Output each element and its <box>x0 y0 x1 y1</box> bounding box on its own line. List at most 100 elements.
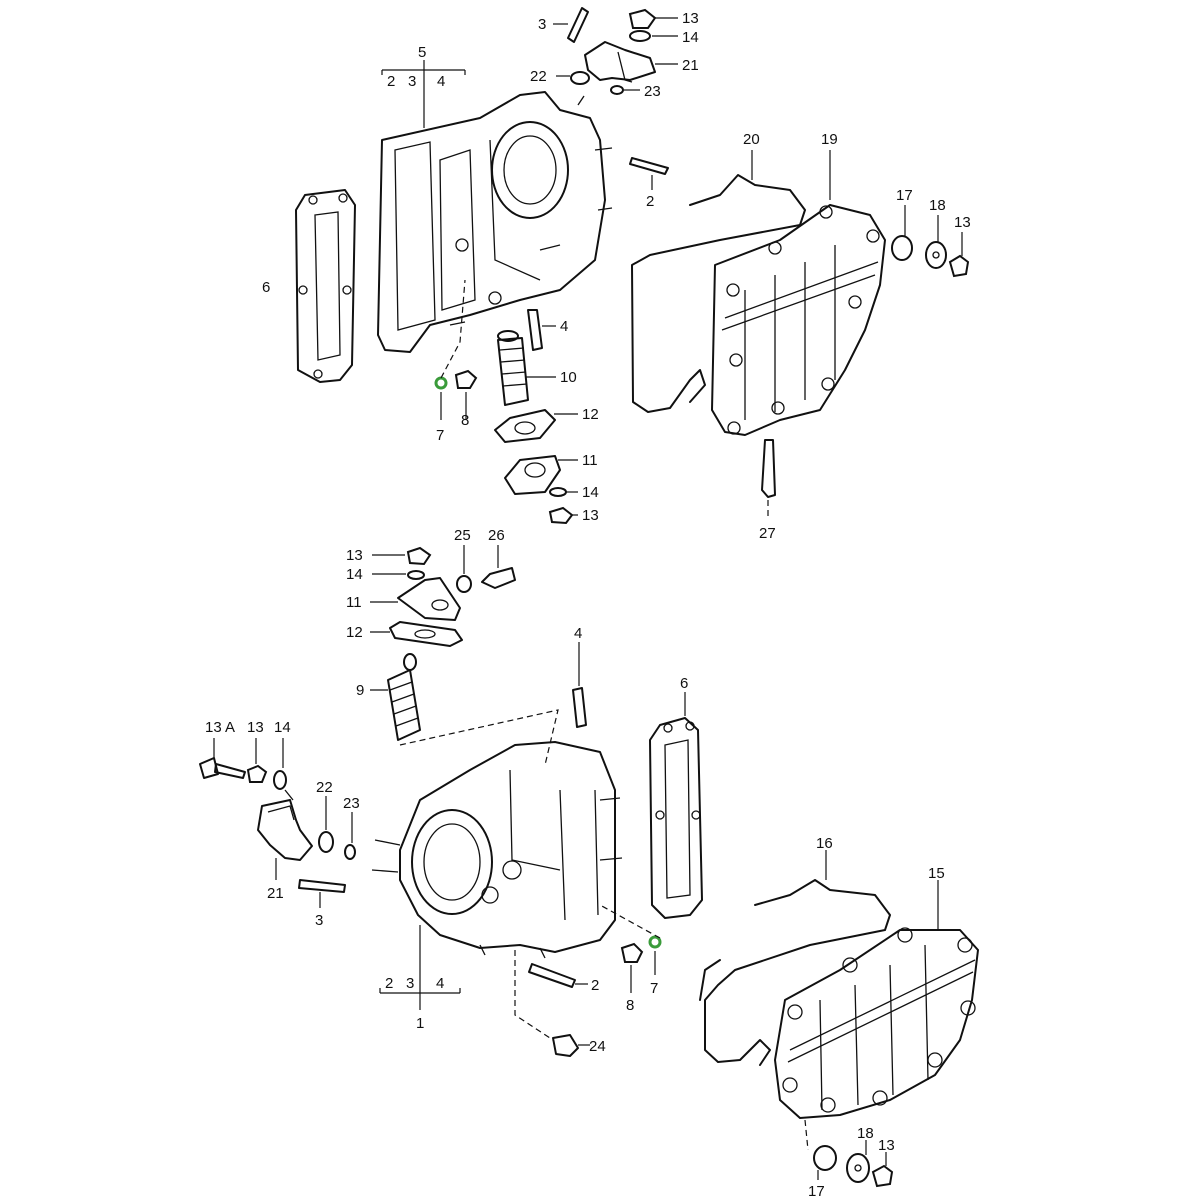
nut-13-lower-right <box>871 1152 894 1188</box>
label-23-lower: 23 <box>343 795 360 812</box>
nut-17-top <box>891 205 913 261</box>
label-20: 20 <box>743 131 760 148</box>
upper-bracket-5 <box>381 60 466 128</box>
label-24: 24 <box>589 1038 606 1055</box>
label-14-mid: 14 <box>582 484 599 501</box>
flange-11-top <box>504 455 578 495</box>
piston-10 <box>497 330 556 406</box>
nut-13-top <box>628 8 678 29</box>
lower-bracket-1 <box>379 988 461 994</box>
washer-25 <box>456 545 472 593</box>
label-14-stack: 14 <box>346 566 363 583</box>
bracket-27 <box>761 439 776 520</box>
label-7-top: 7 <box>436 427 444 444</box>
label-9: 9 <box>356 682 364 699</box>
seal-22-lower <box>318 796 334 853</box>
label-4-lower-bracket: 4 <box>436 975 444 992</box>
label-21-lower: 21 <box>267 885 284 902</box>
plug-26 <box>481 545 516 589</box>
label-8-top: 8 <box>461 412 469 429</box>
nut-8-lower <box>620 942 644 993</box>
piston-9 <box>370 653 559 766</box>
washer-18-lower <box>846 1140 870 1183</box>
label-6-top: 6 <box>262 279 270 296</box>
sensor-21-lower <box>257 789 313 880</box>
label-14-left: 14 <box>274 719 291 736</box>
label-4-lower: 4 <box>574 625 582 642</box>
callout-labels: 5 2 3 4 3 13 14 21 22 23 2 6 4 10 12 11 … <box>205 10 971 1200</box>
label-7-lower: 7 <box>650 980 658 997</box>
sensor-21-top <box>584 41 678 83</box>
upper-cover-5 <box>377 91 613 353</box>
label-14-top: 14 <box>682 29 699 46</box>
label-2-top-bracket: 2 <box>387 73 395 90</box>
flange-11-stack <box>370 577 461 621</box>
gasket-12-stack <box>370 621 463 647</box>
label-23-top: 23 <box>644 83 661 100</box>
label-16: 16 <box>816 835 833 852</box>
label-3-lower-bracket: 3 <box>406 975 414 992</box>
label-2-lower-bracket: 2 <box>385 975 393 992</box>
washer-14-stack <box>372 570 425 580</box>
label-13-top: 13 <box>682 10 699 27</box>
label-27: 27 <box>759 525 776 542</box>
label-25: 25 <box>454 527 471 544</box>
label-19: 19 <box>821 131 838 148</box>
label-11-stack: 11 <box>346 594 362 611</box>
label-21-top: 21 <box>682 57 699 74</box>
stud-3-top <box>553 7 589 43</box>
label-6-lower: 6 <box>680 675 688 692</box>
label-17-top: 17 <box>896 187 913 204</box>
seal-7-lower <box>599 904 662 975</box>
label-26: 26 <box>488 527 505 544</box>
nut-13-left <box>246 738 268 783</box>
washer-18-top <box>925 215 947 269</box>
label-3-top: 3 <box>538 16 546 33</box>
label-18-top: 18 <box>929 197 946 214</box>
stud-4-top <box>527 309 556 351</box>
gasket-12-top <box>494 409 578 443</box>
plug-24 <box>514 950 590 1057</box>
cover-15-lower <box>774 880 979 1119</box>
stud-2-top <box>629 157 669 190</box>
seal-7-top <box>434 279 466 420</box>
label-12-top: 12 <box>582 406 599 423</box>
label-22-top: 22 <box>530 68 547 85</box>
nut-13-mid <box>548 506 578 525</box>
label-8-lower: 8 <box>626 997 634 1014</box>
washer-14-top <box>629 30 678 42</box>
label-15: 15 <box>928 865 945 882</box>
label-13-right-top: 13 <box>954 214 971 231</box>
washer-14-mid <box>549 487 578 497</box>
label-22-lower: 22 <box>316 779 333 796</box>
lower-cover-1 <box>371 741 623 1010</box>
label-2-top: 2 <box>646 193 654 210</box>
label-5-top: 5 <box>418 44 426 61</box>
bolt-13A <box>199 738 246 779</box>
cover-19-top <box>711 150 886 436</box>
nut-13-right-top <box>948 232 970 278</box>
label-1: 1 <box>416 1015 424 1032</box>
washer-14-left <box>273 738 287 790</box>
label-12-stack: 12 <box>346 624 363 641</box>
label-2-lower: 2 <box>591 977 599 994</box>
upper-assembly <box>295 7 970 525</box>
gasket-16-lower <box>699 850 891 1066</box>
label-17-lower: 17 <box>808 1183 825 1200</box>
nut-8-top <box>454 369 478 420</box>
label-18-lower: 18 <box>857 1125 874 1142</box>
label-13-mid: 13 <box>582 507 599 524</box>
label-13-left: 13 <box>247 719 264 736</box>
lower-assembly <box>199 545 979 1188</box>
seal-22-top <box>556 71 590 85</box>
seal-23-lower <box>344 812 356 860</box>
upper-gasket-6 <box>295 189 356 383</box>
stud-4-lower <box>572 642 587 728</box>
nut-13-stack <box>372 546 432 566</box>
label-4-top-bracket: 4 <box>437 73 445 90</box>
label-13-lower-right: 13 <box>878 1137 895 1154</box>
gasket-20-top <box>631 150 806 413</box>
label-13-stack: 13 <box>346 547 363 564</box>
label-4-top: 4 <box>560 318 568 335</box>
